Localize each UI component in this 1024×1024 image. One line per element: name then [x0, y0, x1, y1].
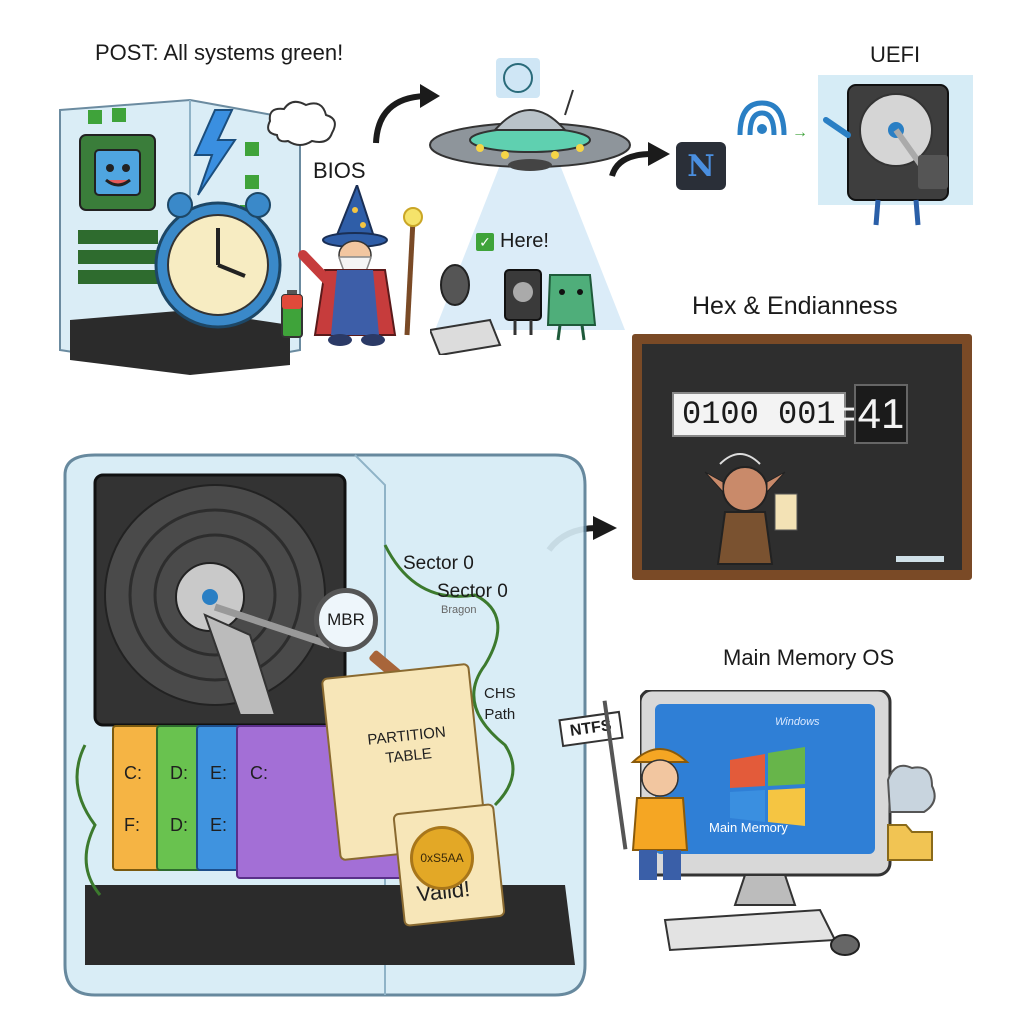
post-computer-illustration	[59, 98, 301, 375]
bios-caption: BIOS	[313, 158, 366, 183]
screen-windows-label: Windows	[775, 716, 820, 728]
chs-path-label: CHS Path	[484, 683, 516, 725]
partition-1-bottom: D:	[170, 815, 188, 835]
partition-2-top: E:	[210, 763, 228, 783]
curved-arrow-1	[373, 84, 440, 144]
partition-1-top: D:	[170, 763, 188, 783]
partition-3-top: C:	[250, 763, 268, 783]
sector0-label-b: Sector 0	[437, 581, 508, 602]
hex-value: 41	[854, 384, 908, 444]
hex-endianness-title: Hex & Endianness	[692, 292, 898, 320]
wireless-signal-icon	[737, 100, 787, 136]
n-logo-icon: N	[676, 142, 726, 190]
partition-table-line-1: PARTITION	[366, 723, 447, 749]
mbr-magnifier: MBR	[314, 588, 378, 652]
equals-sign: =	[834, 392, 858, 436]
bios-wizard-illustration	[298, 185, 423, 346]
chs-line-1: CHS	[484, 685, 516, 702]
binary-cards: 0100 001	[672, 392, 846, 437]
screen-main-memory-label: Main Memory	[709, 820, 788, 835]
partition-0-bottom: F:	[124, 815, 140, 835]
sector0-label-a: Sector 0	[403, 553, 474, 574]
partition-0-top: C:	[124, 763, 142, 783]
goblin-illustration	[704, 453, 798, 565]
partition-table-line-2: TABLE	[384, 745, 433, 767]
battery-icon	[281, 290, 303, 338]
signature-seal: 0xS5AA	[410, 826, 474, 890]
peripherals-illustration	[430, 264, 597, 355]
monitor-illustration	[640, 690, 936, 956]
ufo-badge-icon	[496, 58, 540, 98]
mbr-label: MBR	[327, 610, 365, 629]
uefi-disk-illustration	[818, 75, 973, 226]
main-memory-os-caption: Main Memory OS	[723, 645, 895, 670]
seal-label: 0xS5AA	[420, 851, 464, 865]
chalk-eraser	[896, 556, 944, 562]
here-callout: ✓ Here!	[476, 230, 549, 253]
n-logo-letter: N	[687, 148, 715, 184]
uefi-caption: UEFI	[870, 42, 921, 67]
here-caption: Here!	[500, 230, 549, 252]
check-icon: ✓	[476, 232, 494, 251]
binary-value: 0100 001	[672, 392, 846, 437]
arrow-to-uefi	[609, 142, 670, 178]
chalkboard: 0100 001 = 41	[632, 334, 972, 580]
thought-cloud	[267, 100, 336, 146]
sector0-label-c: Bragon	[441, 604, 477, 616]
small-arrow-icon: →	[792, 124, 808, 141]
post-caption: POST: All systems green!	[95, 40, 344, 65]
partition-2-bottom: E:	[210, 815, 228, 835]
chs-line-2: Path	[484, 706, 516, 723]
worker-illustration	[630, 748, 690, 880]
